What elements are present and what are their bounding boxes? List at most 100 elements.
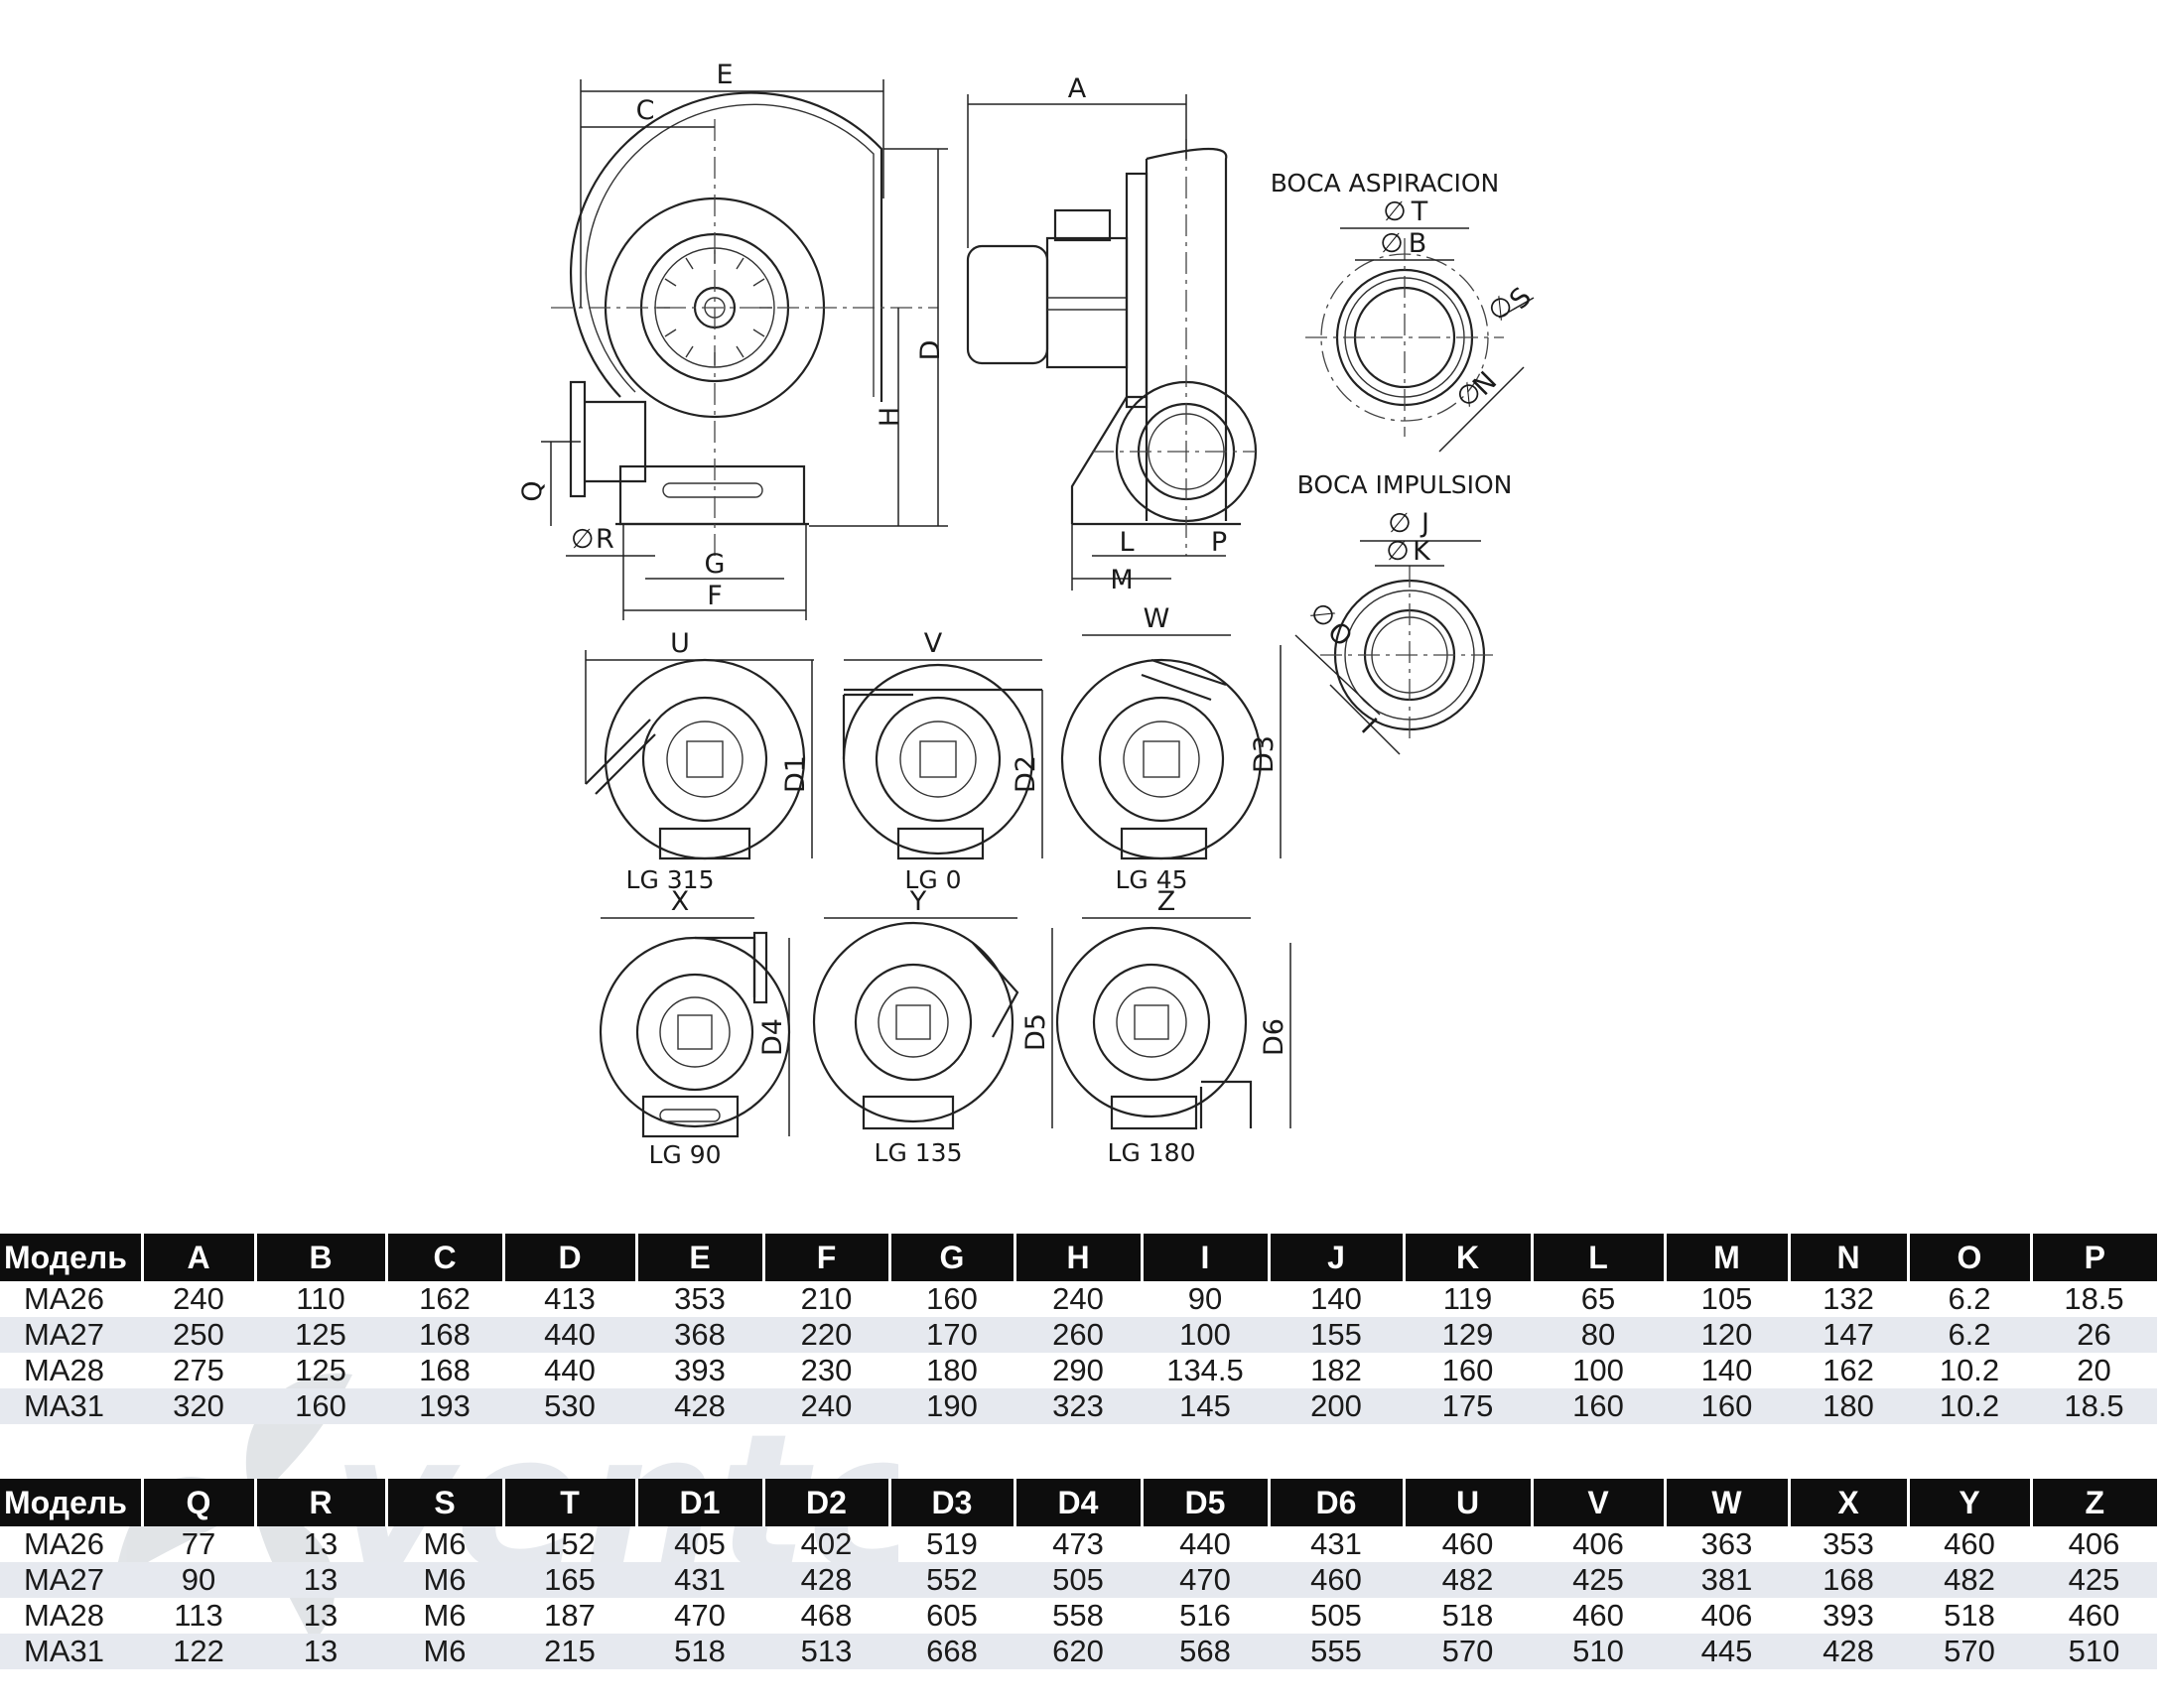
value-cell: 460 bbox=[1269, 1562, 1404, 1598]
value-cell: 428 bbox=[1789, 1634, 1908, 1669]
value-cell: 510 bbox=[2031, 1634, 2157, 1669]
value-cell: 180 bbox=[926, 1353, 978, 1387]
lg315-label: LG 315 bbox=[626, 865, 715, 894]
value-cell: 18.5 bbox=[2031, 1388, 2157, 1424]
value-cell: 381 bbox=[1665, 1562, 1789, 1598]
column-header-d5: D5 bbox=[1140, 1479, 1269, 1526]
dim-q: Q bbox=[517, 480, 548, 501]
value-cell: 180 bbox=[1789, 1388, 1908, 1424]
value-cell: 393 bbox=[674, 1353, 726, 1387]
column-header-g: G bbox=[887, 1234, 1014, 1281]
value-cell: 518 bbox=[1944, 1598, 1995, 1633]
value-cell: 406 bbox=[2068, 1526, 2120, 1561]
dim-d4: D4 bbox=[757, 1018, 788, 1056]
value-cell: 428 bbox=[763, 1562, 889, 1598]
boca-aspiracion-view: BOCA ASPIRACION ∅ T ∅ B ∅ N ∅ S bbox=[1271, 169, 1538, 453]
model-cell: MA31 bbox=[0, 1634, 142, 1669]
column-header-p: P bbox=[2029, 1234, 2157, 1281]
value-cell: 90 bbox=[142, 1562, 255, 1598]
value-cell: 155 bbox=[1269, 1317, 1404, 1353]
dim-a: A bbox=[1068, 73, 1087, 104]
dim-j: J bbox=[1419, 508, 1429, 539]
value-cell: 240 bbox=[1052, 1281, 1104, 1316]
dim-g: G bbox=[705, 549, 726, 580]
value-cell: 125 bbox=[295, 1353, 346, 1387]
column-header-y: Y bbox=[1906, 1479, 2031, 1526]
column-header-m: M bbox=[1663, 1234, 1789, 1281]
model-cell: MA31 bbox=[0, 1388, 142, 1424]
front-view: E C D H Q ∅ R G F bbox=[517, 60, 948, 620]
column-header-s: S bbox=[384, 1479, 503, 1526]
value-cell: 505 bbox=[1310, 1598, 1362, 1633]
lg135-label: LG 135 bbox=[875, 1138, 963, 1167]
value-cell: 482 bbox=[1404, 1562, 1532, 1598]
dim-t: T bbox=[1411, 197, 1428, 227]
svg-text:∅: ∅ bbox=[1383, 197, 1407, 227]
value-cell: 175 bbox=[1404, 1388, 1532, 1424]
boca-impulsion-label: BOCA IMPULSION bbox=[1297, 470, 1513, 499]
value-cell: 220 bbox=[763, 1317, 889, 1353]
dim-y: Y bbox=[909, 886, 927, 917]
model-cell: MA27 bbox=[0, 1562, 142, 1598]
value-cell: 134.5 bbox=[1166, 1353, 1244, 1387]
orientation-lg45: W D3 LG 45 bbox=[1060, 603, 1282, 894]
lg180-label: LG 180 bbox=[1108, 1138, 1196, 1167]
column-header-v: V bbox=[1530, 1479, 1665, 1526]
value-cell: 353 bbox=[674, 1281, 726, 1316]
value-cell: 77 bbox=[181, 1526, 216, 1561]
dim-b: B bbox=[1409, 228, 1427, 259]
column-header-a: A bbox=[140, 1234, 255, 1281]
dim-m: M bbox=[1110, 565, 1133, 595]
value-cell: 510 bbox=[1532, 1634, 1665, 1669]
dim-z: Z bbox=[1157, 886, 1176, 917]
column-header-d1: D1 bbox=[634, 1479, 763, 1526]
value-cell: 20 bbox=[2077, 1353, 2111, 1387]
orientation-lg135: Y D5 LG 135 bbox=[812, 886, 1053, 1167]
value-cell: 105 bbox=[1700, 1281, 1753, 1316]
value-cell: 620 bbox=[1014, 1634, 1142, 1669]
value-cell: 187 bbox=[544, 1598, 596, 1633]
dim-h: H bbox=[875, 407, 905, 427]
value-cell: 13 bbox=[303, 1526, 338, 1561]
dim-r-symbol: ∅ bbox=[571, 524, 595, 555]
column-header-model: Модель bbox=[0, 1234, 142, 1281]
value-cell: 160 bbox=[1532, 1388, 1665, 1424]
value-cell: 200 bbox=[1269, 1388, 1404, 1424]
model-cell: MA27 bbox=[0, 1317, 142, 1353]
value-cell: 402 bbox=[800, 1526, 853, 1561]
value-cell: 145 bbox=[1142, 1388, 1269, 1424]
value-cell: 110 bbox=[296, 1281, 345, 1316]
column-header-d6: D6 bbox=[1267, 1479, 1404, 1526]
value-cell: 100 bbox=[1572, 1353, 1624, 1387]
value-cell: M6 bbox=[386, 1634, 503, 1669]
value-cell: 13 bbox=[255, 1562, 386, 1598]
value-cell: 168 bbox=[386, 1317, 503, 1353]
model-cell: MA28 bbox=[24, 1353, 104, 1387]
column-header-d: D bbox=[501, 1234, 636, 1281]
value-cell: 552 bbox=[889, 1562, 1014, 1598]
value-cell: 320 bbox=[142, 1388, 255, 1424]
model-cell: MA28 bbox=[24, 1598, 104, 1633]
value-cell: 140 bbox=[1310, 1281, 1362, 1316]
value-cell: 132 bbox=[1823, 1281, 1874, 1316]
value-cell: 6.2 bbox=[1948, 1281, 1991, 1316]
column-header-e: E bbox=[634, 1234, 763, 1281]
column-header-c: C bbox=[384, 1234, 503, 1281]
column-header-w: W bbox=[1663, 1479, 1789, 1526]
column-header-i: I bbox=[1140, 1234, 1269, 1281]
value-cell: 605 bbox=[926, 1598, 978, 1633]
value-cell: 122 bbox=[142, 1634, 255, 1669]
column-header-q: Q bbox=[140, 1479, 255, 1526]
side-view: A L M P bbox=[966, 73, 1258, 595]
technical-drawing: E C D H Q ∅ R G F bbox=[517, 60, 1538, 1169]
value-cell: 160 bbox=[1441, 1353, 1494, 1387]
value-cell: 425 bbox=[1532, 1562, 1665, 1598]
orientation-lg0: V D2 LG 0 bbox=[842, 628, 1043, 894]
value-cell: 230 bbox=[800, 1353, 853, 1387]
column-header-k: K bbox=[1402, 1234, 1532, 1281]
value-cell: 568 bbox=[1142, 1634, 1269, 1669]
value-cell: 6.2 bbox=[1908, 1317, 2031, 1353]
